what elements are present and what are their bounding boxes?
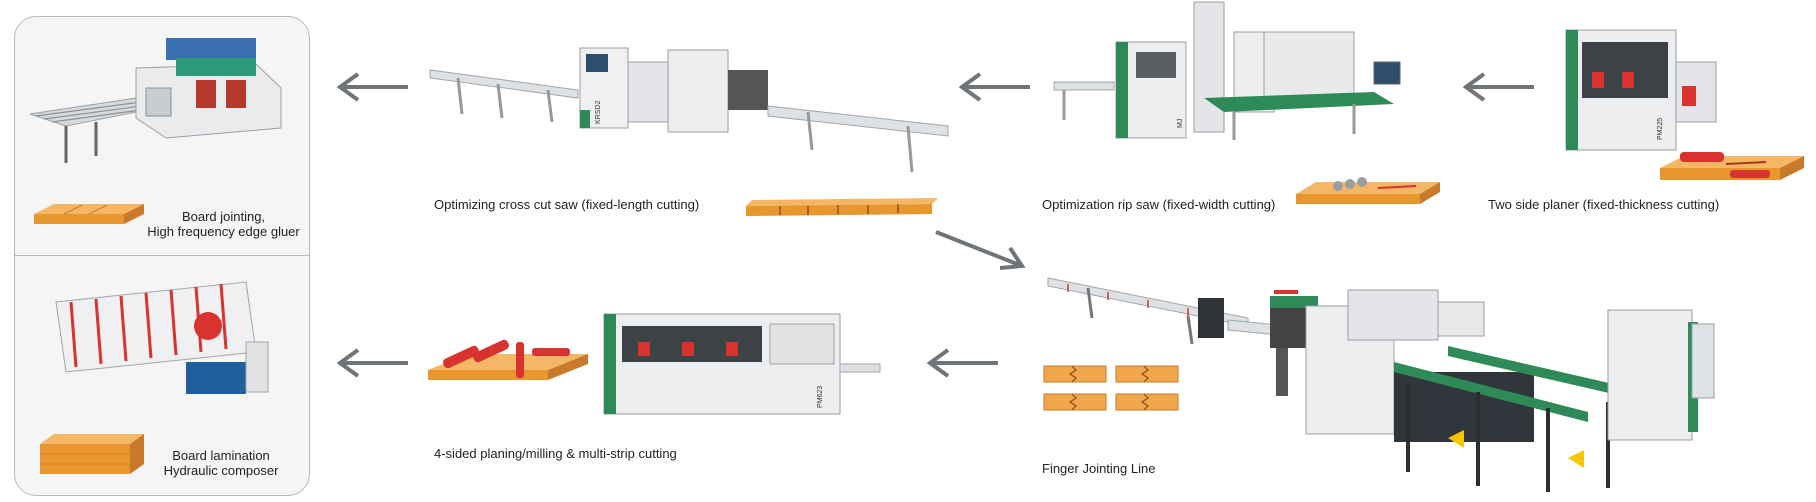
- ripsaw-board-icon: [1296, 177, 1440, 204]
- flow-arrow-left-1: [336, 72, 408, 102]
- panel-jointing-line1: Board jointing,: [181, 209, 266, 224]
- finger-jointing-line-machine: [1047, 277, 1715, 492]
- jointed-board-icon: [34, 204, 144, 224]
- flow-arrow-left-2: [958, 72, 1030, 102]
- finger-joint-boards-icon: [1043, 365, 1179, 411]
- moulder-machine: PM623: [603, 313, 881, 415]
- step-planer-label: Two side planer (fixed-thickness cutting…: [1488, 197, 1720, 212]
- panel-lamination-label: Board lamination Hydraulic composer: [136, 448, 306, 478]
- step-moulder-label: 4-sided planing/milling & multi-strip cu…: [434, 446, 677, 461]
- planer-board-icon: [1660, 152, 1804, 180]
- crosscut-saw-machine: KRSD2: [429, 47, 949, 173]
- step-crosscut-label: Optimizing cross cut saw (fixed-length c…: [434, 197, 700, 212]
- hydraulic-composer-machine: [55, 281, 269, 394]
- flow-arrow-left-5: [926, 348, 998, 378]
- flow-arrow-left-4: [336, 348, 408, 378]
- two-side-planer-machine: PM225: [1565, 29, 1717, 151]
- step-ripsaw-label: Optimization rip saw (fixed-width cuttin…: [1042, 197, 1276, 212]
- edge-gluer-machine: [29, 38, 282, 163]
- panel-jointing-line2: High frequency edge gluer: [147, 224, 300, 239]
- laminated-board-icon: [40, 434, 144, 474]
- step-finger-label: Finger Jointing Line: [1042, 461, 1156, 476]
- panel-lamination-line1: Board lamination: [172, 448, 270, 463]
- planer-model-text: PM225: [1657, 118, 1664, 140]
- flow-arrow-left-3: [1462, 72, 1534, 102]
- crosscut-model-text: KRSD2: [595, 101, 602, 124]
- panel-lamination-line2: Hydraulic composer: [163, 463, 279, 478]
- panel-jointing-label: Board jointing, High frequency edge glue…: [136, 209, 311, 239]
- panel-divider: [15, 255, 309, 256]
- crosscut-board-icon: [746, 198, 938, 216]
- moulder-model-text: PM623: [817, 386, 824, 408]
- moulder-board-icon: [428, 339, 588, 380]
- rip-saw-machine: MJ: [1053, 1, 1401, 140]
- flow-arrow-diagonal: [935, 230, 1026, 270]
- ripsaw-model-text: MJ: [1177, 119, 1184, 128]
